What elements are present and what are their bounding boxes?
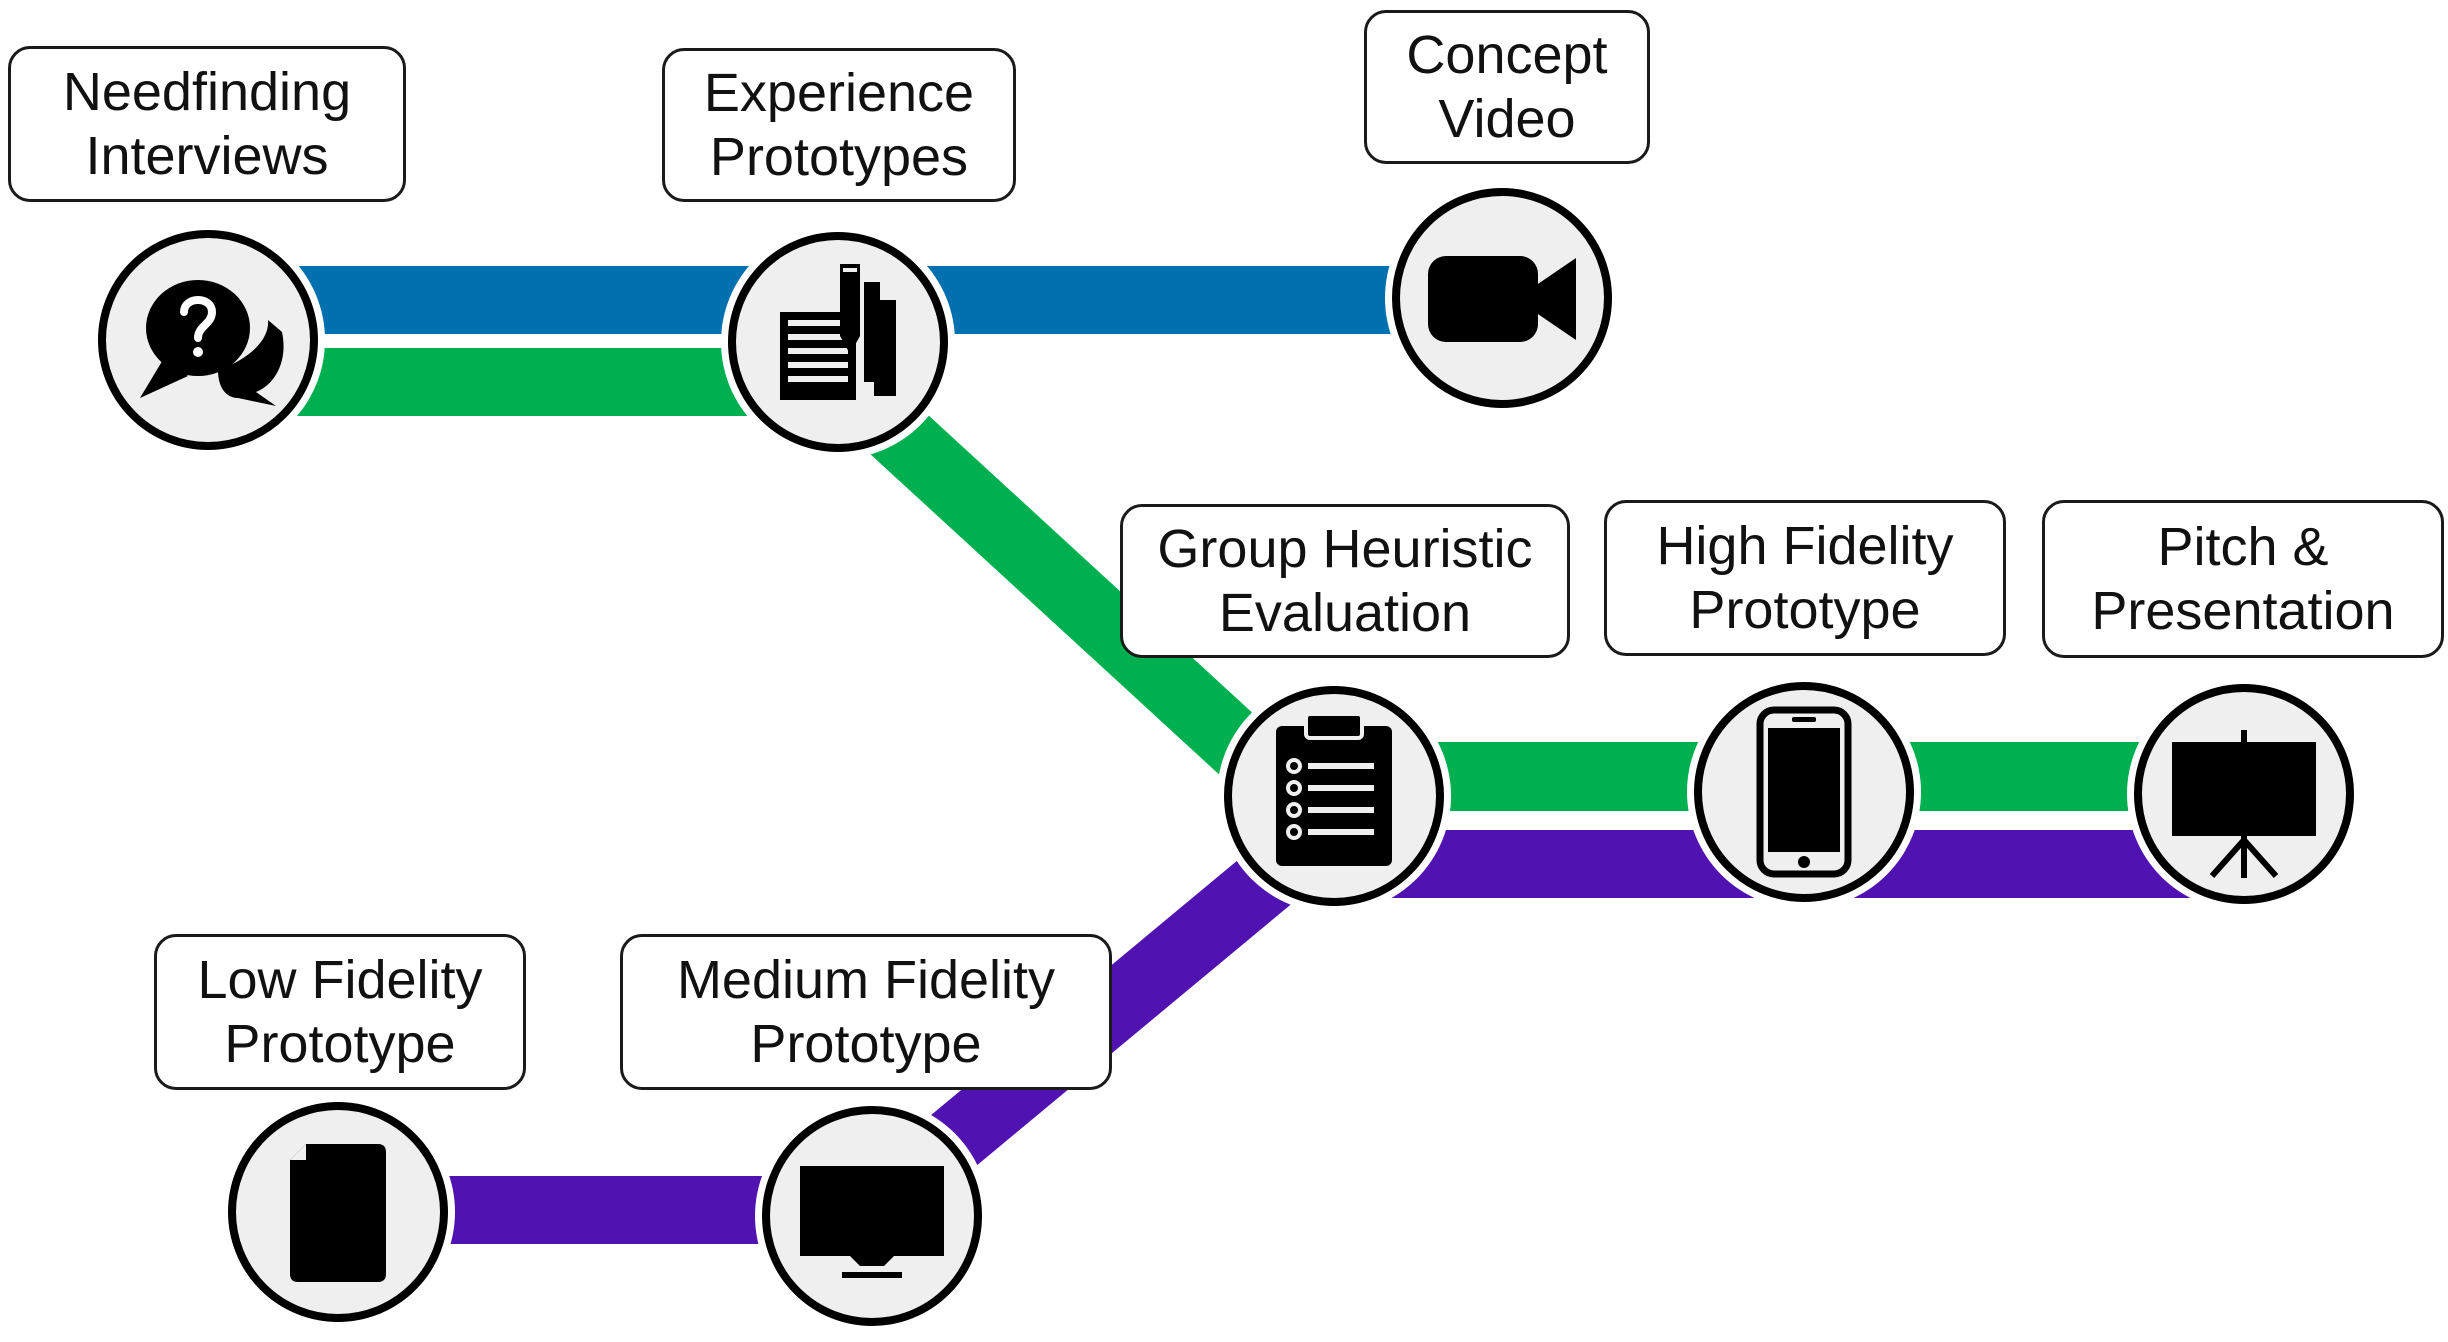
label-needfinding-line1: Needfinding [62,62,352,122]
label-pitch-line2: Presentation [2091,581,2395,641]
label-concept-line1: Concept [1406,25,1608,85]
label-medfi-line1: Medium Fidelity [676,950,1056,1010]
label-experience-line2: Prototypes [709,127,969,187]
station-medfi[interactable] [755,1099,989,1333]
label-lowfi: Low Fidelity Prototype [154,934,526,1090]
question-speech-bubbles-icon [140,280,284,406]
video-camera-icon [1428,256,1576,342]
station-experience[interactable] [721,225,955,459]
label-pitch: Pitch & Presentation [2042,500,2444,658]
label-needfinding-line2: Interviews [85,126,329,186]
station-concept[interactable] [1385,181,1619,415]
label-highfi-line1: High Fidelity [1656,516,1954,576]
label-heuristic-line2: Evaluation [1218,583,1472,643]
label-experience: Experience Prototypes [662,48,1016,202]
label-highfi-line2: Prototype [1689,580,1921,640]
label-heuristic-line1: Group Heuristic [1157,519,1533,579]
label-lowfi-line1: Low Fidelity [197,950,483,1010]
desktop-monitor-icon [800,1166,944,1278]
label-lowfi-line2: Prototype [224,1014,456,1074]
label-needfinding: Needfinding Interviews [8,46,406,202]
label-medfi: Medium Fidelity Prototype [620,934,1112,1090]
label-concept: Concept Video [1364,10,1650,164]
notepad-pencil-icon [780,264,896,400]
station-heuristic[interactable] [1217,679,1451,913]
label-concept-line2: Video [1438,89,1576,149]
label-highfi: High Fidelity Prototype [1604,500,2006,656]
station-pitch[interactable] [2127,677,2361,911]
label-medfi-line2: Prototype [750,1014,982,1074]
smartphone-icon [1756,706,1852,878]
label-heuristic: Group Heuristic Evaluation [1120,504,1570,658]
label-experience-line1: Experience [703,63,975,123]
station-lowfi[interactable] [221,1095,455,1329]
presentation-easel-icon [2172,730,2316,878]
station-highfi[interactable] [1687,675,1921,909]
label-pitch-line1: Pitch & [2157,517,2329,577]
station-needfinding[interactable] [91,223,325,457]
clipboard-checklist-icon [1276,712,1392,866]
document-page-icon [290,1144,386,1282]
